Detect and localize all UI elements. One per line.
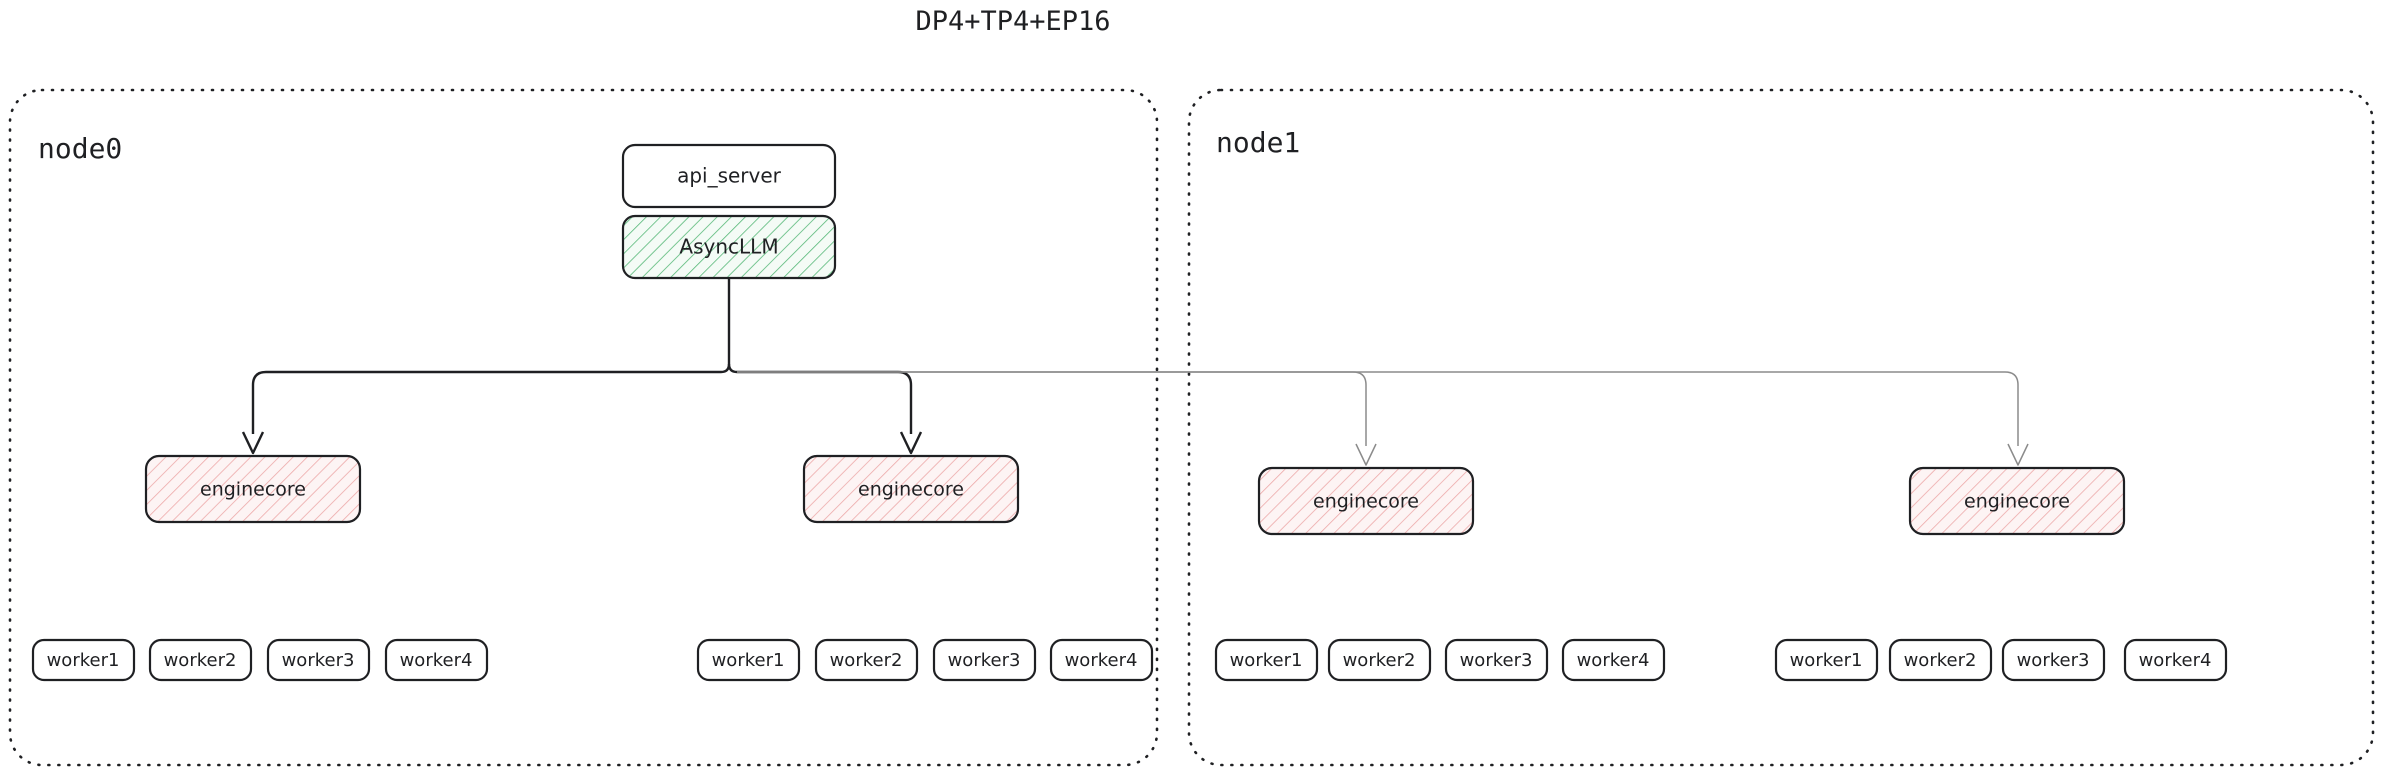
worker-box[interactable]: worker3 (2001, 638, 2106, 682)
worker-box-rect[interactable] (1888, 638, 1993, 682)
worker-box-rect[interactable] (814, 638, 919, 682)
worker-box[interactable]: worker4 (384, 638, 489, 682)
worker-box-rect[interactable] (1561, 638, 1666, 682)
edge-bus-to-enginecore-node0-1 (251, 363, 731, 434)
worker-box-rect[interactable] (31, 638, 136, 682)
node-group-node0: node0 (8, 88, 1159, 767)
enginecore-label: enginecore (1313, 491, 1419, 513)
worker-label: worker2 (164, 650, 237, 671)
worker-label: worker3 (1460, 650, 1533, 671)
worker-box[interactable]: worker3 (932, 638, 1037, 682)
worker-box-rect[interactable] (1774, 638, 1879, 682)
worker-box[interactable]: worker1 (1774, 638, 1879, 682)
worker-label: worker3 (2017, 650, 2090, 671)
enginecore-box[interactable]: enginecore (802, 454, 1020, 524)
arrowhead-enginecore-node1-1 (1355, 443, 1377, 466)
worker-label: worker4 (2139, 650, 2212, 671)
api-server-box[interactable]: api_server (621, 143, 837, 209)
enginecore-box-rect[interactable] (1908, 466, 2126, 536)
worker-box[interactable]: worker2 (1888, 638, 1993, 682)
edge-layer (241, 278, 2029, 466)
enginecore-box[interactable]: enginecore (1257, 466, 1475, 536)
worker-box[interactable]: worker4 (1049, 638, 1154, 682)
node-label-node1: node1 (1216, 126, 1300, 159)
worker-label: worker2 (1343, 650, 1416, 671)
enginecore-box-rect[interactable] (802, 454, 1020, 524)
arrowhead-enginecore-node1-2 (2007, 443, 2029, 466)
node-label-node0: node0 (38, 132, 122, 165)
worker-label: worker1 (1790, 650, 1863, 671)
worker-box[interactable]: worker1 (1214, 638, 1319, 682)
worker-label: worker3 (948, 650, 1021, 671)
edge-bus-to-enginecore-node0-2 (727, 363, 913, 434)
worker-box[interactable]: worker4 (2123, 638, 2228, 682)
worker-box[interactable]: worker3 (266, 638, 371, 682)
worker-box[interactable]: worker1 (31, 638, 136, 682)
api-server-label: api_server (677, 164, 782, 188)
worker-box-rect[interactable] (2001, 638, 2106, 682)
worker-box-rect[interactable] (696, 638, 801, 682)
node-container-node0 (8, 88, 1159, 767)
worker-box-rect[interactable] (1327, 638, 1432, 682)
worker-box-rect[interactable] (148, 638, 253, 682)
edge-bus-to-enginecore-node1-1 (737, 371, 1367, 446)
worker-label: worker1 (712, 650, 785, 671)
arrowhead-enginecore-node0-1 (241, 431, 265, 455)
worker-box-rect[interactable] (384, 638, 489, 682)
worker-label: worker1 (47, 650, 120, 671)
edge-bus-to-enginecore-node1-2 (737, 371, 2019, 446)
worker-box[interactable]: worker2 (148, 638, 253, 682)
worker-label: worker4 (1065, 650, 1138, 671)
page-title: DP4+TP4+EP16 (915, 6, 1110, 37)
worker-box[interactable]: worker3 (1444, 638, 1549, 682)
worker-box-rect[interactable] (1444, 638, 1549, 682)
worker-label: worker4 (1577, 650, 1650, 671)
worker-box-rect[interactable] (1214, 638, 1319, 682)
worker-box[interactable]: worker1 (696, 638, 801, 682)
arrowhead-enginecore-node0-2 (899, 431, 923, 455)
worker-box-rect[interactable] (932, 638, 1037, 682)
enginecore-box-rect[interactable] (1257, 466, 1475, 536)
worker-box[interactable]: worker2 (814, 638, 919, 682)
async-llm-label: AsyncLLM (679, 235, 778, 259)
enginecore-box[interactable]: enginecore (1908, 466, 2126, 536)
enginecore-label: enginecore (1964, 491, 2070, 513)
enginecore-label: enginecore (200, 479, 306, 501)
enginecore-box-rect[interactable] (144, 454, 362, 524)
node-container-node1 (1187, 88, 2375, 767)
async-llm-box[interactable]: AsyncLLM (621, 214, 837, 280)
worker-label: worker1 (1230, 650, 1303, 671)
worker-label: worker3 (282, 650, 355, 671)
worker-box-rect[interactable] (266, 638, 371, 682)
worker-label: worker4 (400, 650, 473, 671)
worker-box-rect[interactable] (1049, 638, 1154, 682)
worker-box[interactable]: worker2 (1327, 638, 1432, 682)
api-server-box-rect[interactable] (621, 143, 837, 209)
worker-label: worker2 (1904, 650, 1977, 671)
worker-box-rect[interactable] (2123, 638, 2228, 682)
enginecore-box[interactable]: enginecore (144, 454, 362, 524)
node-group-node1: node1 (1187, 88, 2375, 767)
async-llm-box-rect[interactable] (621, 214, 837, 280)
worker-label: worker2 (830, 650, 903, 671)
enginecore-label: enginecore (858, 479, 964, 501)
worker-box[interactable]: worker4 (1561, 638, 1666, 682)
